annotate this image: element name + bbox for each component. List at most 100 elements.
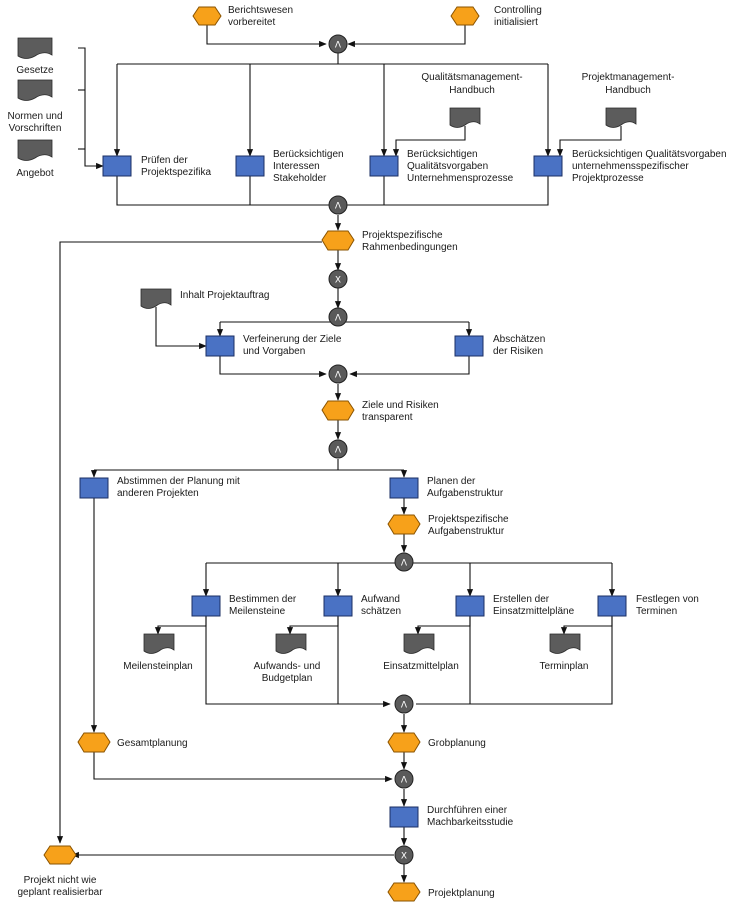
svg-text:unternehmensspezifischer: unternehmensspezifischer: [572, 161, 689, 172]
svg-text:Berücksichtigen: Berücksichtigen: [273, 149, 344, 160]
document-qm-handbuch: Qualitätsmanagement- Handbuch: [421, 72, 523, 128]
connector-and-split-4: Λ: [394, 552, 414, 572]
svg-text:Handbuch: Handbuch: [449, 85, 495, 96]
svg-text:Λ: Λ: [335, 446, 342, 456]
svg-text:Bestimmen der: Bestimmen der: [229, 594, 297, 605]
event-grobplanung: Grobplanung: [387, 732, 486, 753]
svg-text:Abschätzen: Abschätzen: [493, 334, 545, 345]
function-risiken: Abschätzen der Risiken: [454, 334, 545, 357]
svg-text:Projektspezifische: Projektspezifische: [428, 514, 509, 525]
event-aufgabenstruktur: Projektspezifische Aufgabenstruktur: [387, 514, 509, 537]
svg-text:Berücksichtigen Qualitätsvorga: Berücksichtigen Qualitätsvorgaben: [572, 149, 727, 160]
document-inhalt-projektauftrag: Inhalt Projektauftrag: [140, 288, 270, 309]
svg-text:Λ: Λ: [335, 41, 342, 51]
svg-text:Λ: Λ: [335, 371, 342, 381]
svg-text:Aufgabenstruktur: Aufgabenstruktur: [428, 526, 505, 537]
svg-text:Projektplanung: Projektplanung: [428, 888, 495, 899]
event-ziele-risiken: Ziele und Risiken transparent: [321, 400, 439, 423]
svg-text:Rahmenbedingungen: Rahmenbedingungen: [362, 242, 458, 253]
svg-text:Budgetplan: Budgetplan: [262, 673, 313, 684]
svg-text:Einsatzmittelplan: Einsatzmittelplan: [383, 661, 459, 672]
document-gesetze: Gesetze: [16, 37, 54, 76]
svg-text:Handbuch: Handbuch: [605, 85, 651, 96]
document-pm-handbuch: Projektmanagement- Handbuch: [582, 72, 675, 128]
svg-text:Projektspezifische: Projektspezifische: [362, 230, 443, 241]
svg-text:Ziele und Risiken: Ziele und Risiken: [362, 400, 439, 411]
function-aufwand: Aufwand schätzen: [323, 594, 401, 617]
svg-text:Projektmanagement-: Projektmanagement-: [582, 72, 675, 83]
event-gesamtplanung: Gesamtplanung: [77, 732, 188, 753]
svg-text:X: X: [401, 852, 407, 862]
function-planen: Planen der Aufgabenstruktur: [389, 476, 504, 499]
svg-text:Gesamtplanung: Gesamtplanung: [117, 738, 188, 749]
connector-and-split-3: Λ: [328, 439, 348, 459]
event-nicht-realisierbar: Projekt nicht wie geplant realisierbar: [17, 845, 103, 898]
svg-text:Qualitätsmanagement-: Qualitätsmanagement-: [421, 72, 522, 83]
event-controlling: Controlling initialisiert: [450, 5, 542, 28]
connector-xor-1: X: [328, 269, 348, 289]
svg-text:Vorschriften: Vorschriften: [9, 123, 62, 134]
svg-text:Meilensteine: Meilensteine: [229, 606, 286, 617]
event-projektplanung: Projektplanung: [387, 882, 495, 902]
document-terminplan: Terminplan: [540, 633, 588, 672]
function-einsatzmittel: Erstellen der Einsatzmittelpläne: [455, 594, 575, 617]
svg-text:Normen und: Normen und: [7, 111, 62, 122]
svg-text:vorbereitet: vorbereitet: [228, 17, 275, 28]
svg-text:Inhalt Projektauftrag: Inhalt Projektauftrag: [180, 290, 270, 301]
event-rahmenbedingungen: Projektspezifische Rahmenbedingungen: [321, 230, 458, 253]
svg-text:Erstellen der: Erstellen der: [493, 594, 550, 605]
document-budgetplan: Aufwands- und Budgetplan: [254, 633, 321, 684]
svg-text:Unternehmensprozesse: Unternehmensprozesse: [407, 173, 514, 184]
connector-and-join-2: Λ: [328, 364, 348, 384]
function-meilensteine: Bestimmen der Meilensteine: [191, 594, 297, 617]
svg-text:Planen der: Planen der: [427, 476, 476, 487]
svg-text:Λ: Λ: [401, 776, 408, 786]
svg-text:Aufgabenstruktur: Aufgabenstruktur: [427, 488, 504, 499]
svg-text:anderen Projekten: anderen Projekten: [117, 488, 199, 499]
svg-text:Angebot: Angebot: [16, 168, 53, 179]
svg-text:schätzen: schätzen: [361, 606, 401, 617]
svg-text:Stakeholder: Stakeholder: [273, 173, 327, 184]
function-stakeholder: Berücksichtigen Interessen Stakeholder: [235, 149, 344, 184]
document-normen: Normen und Vorschriften: [7, 79, 63, 134]
svg-text:der Risiken: der Risiken: [493, 346, 543, 357]
svg-text:Λ: Λ: [401, 701, 408, 711]
svg-text:und Vorgaben: und Vorgaben: [243, 346, 305, 357]
function-pruefen: Prüfen der Projektspezifika: [102, 155, 211, 178]
svg-text:Machbarkeitsstudie: Machbarkeitsstudie: [427, 817, 514, 828]
svg-text:Grobplanung: Grobplanung: [428, 738, 486, 749]
svg-text:Projekt nicht wie: Projekt nicht wie: [24, 875, 97, 886]
svg-text:Durchführen einer: Durchführen einer: [427, 805, 508, 816]
connector-and-top: Λ: [328, 34, 348, 54]
connector-and-join-4: Λ: [394, 694, 414, 714]
function-qv-projekt: Berücksichtigen Qualitätsvorgaben untern…: [533, 149, 727, 184]
svg-text:Abstimmen der Planung mit: Abstimmen der Planung mit: [117, 476, 240, 487]
svg-text:Berücksichtigen: Berücksichtigen: [407, 149, 478, 160]
document-meilensteinplan: Meilensteinplan: [123, 633, 193, 672]
svg-text:Meilensteinplan: Meilensteinplan: [123, 661, 193, 672]
function-termine: Festlegen von Terminen: [597, 594, 699, 617]
svg-text:Berichtswesen: Berichtswesen: [228, 5, 293, 16]
svg-text:geplant realisierbar: geplant realisierbar: [17, 887, 103, 898]
function-qv-unternehmen: Berücksichtigen Qualitätsvorgaben Untern…: [369, 149, 514, 184]
svg-text:Einsatzmittelpläne: Einsatzmittelpläne: [493, 606, 575, 617]
connector-and-join-5: Λ: [394, 769, 414, 789]
document-einsatzmittelplan: Einsatzmittelplan: [383, 633, 459, 672]
svg-text:Gesetze: Gesetze: [16, 65, 54, 76]
function-machbarkeit: Durchführen einer Machbarkeitsstudie: [389, 805, 514, 828]
svg-text:Prüfen der: Prüfen der: [141, 155, 188, 166]
svg-text:initialisiert: initialisiert: [494, 17, 538, 28]
svg-text:Aufwand: Aufwand: [361, 594, 400, 605]
svg-text:Controlling: Controlling: [494, 5, 542, 16]
event-berichtswesen: Berichtswesen vorbereitet: [192, 5, 293, 28]
svg-text:Projektspezifika: Projektspezifika: [141, 167, 211, 178]
connector-xor-2: X: [394, 845, 414, 865]
function-verfeinerung: Verfeinerung der Ziele und Vorgaben: [205, 334, 342, 357]
svg-text:Λ: Λ: [335, 202, 342, 212]
connector-and-split-2: Λ: [328, 307, 348, 327]
svg-text:Interessen: Interessen: [273, 161, 320, 172]
svg-text:transparent: transparent: [362, 412, 413, 423]
svg-text:Aufwands- und: Aufwands- und: [254, 661, 321, 672]
document-angebot: Angebot: [16, 139, 54, 179]
